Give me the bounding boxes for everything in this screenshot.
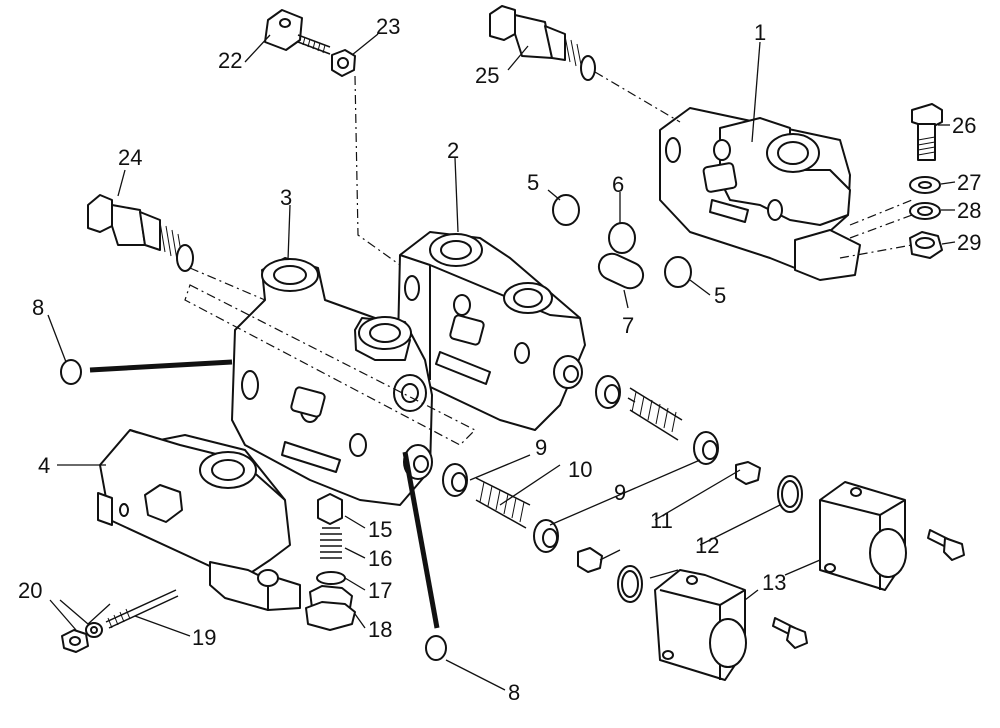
oring-8-pointer-upper (89, 359, 233, 373)
label-29: 29 (957, 230, 981, 255)
label-11: 11 (650, 508, 673, 533)
oring-8-pointer-lower (402, 451, 440, 629)
part-13-end-caps (654, 481, 907, 681)
label-7: 7 (622, 313, 634, 338)
lock-washer-28 (909, 202, 941, 220)
bolt-26 (911, 103, 943, 161)
label-28: 28 (957, 198, 981, 223)
spool-parts-lower (442, 463, 643, 603)
label-16: 16 (368, 546, 392, 571)
label-18: 18 (368, 617, 392, 642)
relief-valve-24 (87, 194, 194, 272)
label-10: 10 (568, 457, 592, 482)
part-labels: 1 2 3 4 5 5 6 7 8 8 9 9 10 11 12 13 15 1… (18, 14, 981, 705)
label-6: 6 (612, 172, 624, 197)
part-3-main-block (184, 257, 477, 506)
label-1: 1 (754, 20, 766, 45)
nut-29 (909, 231, 943, 259)
label-17: 17 (368, 578, 392, 603)
stud-19 (105, 589, 179, 629)
label-26: 26 (952, 113, 976, 138)
relief-valve-25 (489, 5, 596, 81)
o-rings (60, 194, 692, 661)
spool-parts-upper (595, 375, 803, 513)
leader-lines (47, 33, 956, 691)
label-24: 24 (118, 145, 142, 170)
label-5a: 5 (527, 170, 539, 195)
label-2: 2 (447, 138, 459, 163)
relief-valve-22 (264, 9, 331, 55)
label-19: 19 (192, 625, 216, 650)
washer-27 (909, 176, 941, 194)
label-5b: 5 (714, 283, 726, 308)
label-20: 20 (18, 578, 42, 603)
label-15: 15 (368, 517, 392, 542)
nut-washer-20 (61, 622, 103, 653)
part-4-inlet-block (97, 429, 301, 611)
label-12: 12 (695, 533, 719, 558)
label-25: 25 (475, 63, 499, 88)
label-27: 27 (957, 170, 981, 195)
assembly-centerlines (189, 71, 913, 301)
label-8b: 8 (508, 680, 520, 705)
label-23: 23 (376, 14, 400, 39)
label-4: 4 (38, 453, 50, 478)
label-22: 22 (218, 48, 242, 73)
label-9a: 9 (535, 435, 547, 460)
part-1-end-block (659, 107, 861, 281)
label-3: 3 (280, 185, 292, 210)
cap-screws (772, 529, 965, 649)
nut-23 (331, 49, 356, 77)
check-valve-stack (305, 493, 356, 631)
label-13: 13 (762, 570, 786, 595)
label-9b: 9 (614, 480, 626, 505)
label-8a: 8 (32, 295, 44, 320)
